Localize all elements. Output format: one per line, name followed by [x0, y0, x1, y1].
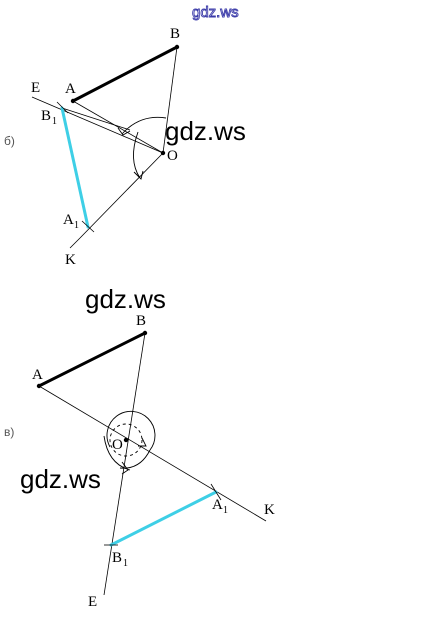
figure-v-label-a1: A — [212, 497, 223, 513]
watermark-top: gdz.ws — [192, 4, 239, 21]
figure-b-angle-arc-1 — [121, 116, 167, 135]
figure-b-label-o: O — [167, 148, 178, 164]
figure-b-label-b: B — [170, 26, 180, 42]
figure-b-angle-arc-2 — [133, 131, 141, 179]
figure-v-label-b: B — [136, 313, 146, 329]
watermark-1: gdz.ws — [165, 116, 246, 146]
figure-b-line-ok-tail — [69, 237, 81, 249]
figure-b: б) B A E O K B 1 A 1 — [4, 26, 180, 268]
figure-b-label-b1: B — [41, 108, 51, 124]
figure-b-arc-arrow-1 — [117, 127, 131, 136]
figure-v: в) B A O K E A 1 B 1 — [4, 313, 275, 610]
figure-b-tick-a1 — [81, 220, 95, 233]
figure-b-line-ao — [72, 100, 164, 154]
figure-v-arc-outer — [106, 410, 156, 451]
figure-b-line-bo — [162, 46, 178, 154]
figure-v-arc-outer-tail — [119, 449, 151, 469]
figure-v-point-b — [142, 330, 148, 336]
figure-v-line-ak — [38, 385, 267, 522]
figure-v-label-b1: B — [112, 550, 122, 566]
figure-v-line-be — [103, 332, 146, 596]
figure-v-label-a: A — [32, 367, 43, 383]
figure-b-label-e: E — [31, 80, 40, 96]
figure-b-arc-arrow-2 — [133, 170, 144, 180]
figure-v-arc-dashed — [109, 423, 143, 457]
figure-b-line-eo — [31, 96, 164, 154]
figure-b-line-ok — [79, 152, 164, 239]
figure-v-tick-a1 — [210, 483, 222, 501]
figure-v-point-o — [123, 437, 129, 443]
figure-b-label-b1-sub: 1 — [52, 116, 57, 127]
watermark-2: gdz.ws — [85, 284, 166, 314]
figure-b-label-a: A — [65, 81, 76, 97]
figure-b-point-a — [70, 98, 76, 104]
figure-b-tick-b1 — [56, 101, 69, 114]
figure-v-marker: в) — [4, 425, 14, 439]
figure-v-label-e: E — [88, 594, 97, 610]
figure-v-point-a — [36, 383, 42, 389]
figure-v-label-b1-sub: 1 — [123, 558, 128, 569]
figure-v-segment-b1a1 — [109, 490, 218, 547]
watermark-3: gdz.ws — [20, 464, 101, 494]
figure-v-arc-inner — [103, 435, 131, 471]
figure-b-line-b1o — [61, 107, 131, 131]
figure-v-arc-arrow-1 — [121, 461, 129, 475]
figure-b-segment-b1a1 — [60, 106, 90, 229]
figure-b-point-b — [174, 44, 180, 50]
figure-b-segment-ab — [71, 45, 179, 103]
figure-b-label-a1-sub: 1 — [74, 220, 79, 231]
figure-v-label-k: K — [264, 502, 275, 518]
figure-v-label-o: O — [112, 437, 123, 453]
figure-b-marker: б) — [4, 134, 15, 148]
figure-v-segment-ab — [37, 331, 147, 388]
figure-v-label-a1-sub: 1 — [223, 505, 228, 516]
figure-b-label-a1: A — [63, 212, 74, 228]
figure-b-point-o — [160, 150, 166, 156]
figure-v-arc-arrow-2 — [138, 437, 147, 447]
figure-b-label-k: K — [65, 252, 76, 268]
